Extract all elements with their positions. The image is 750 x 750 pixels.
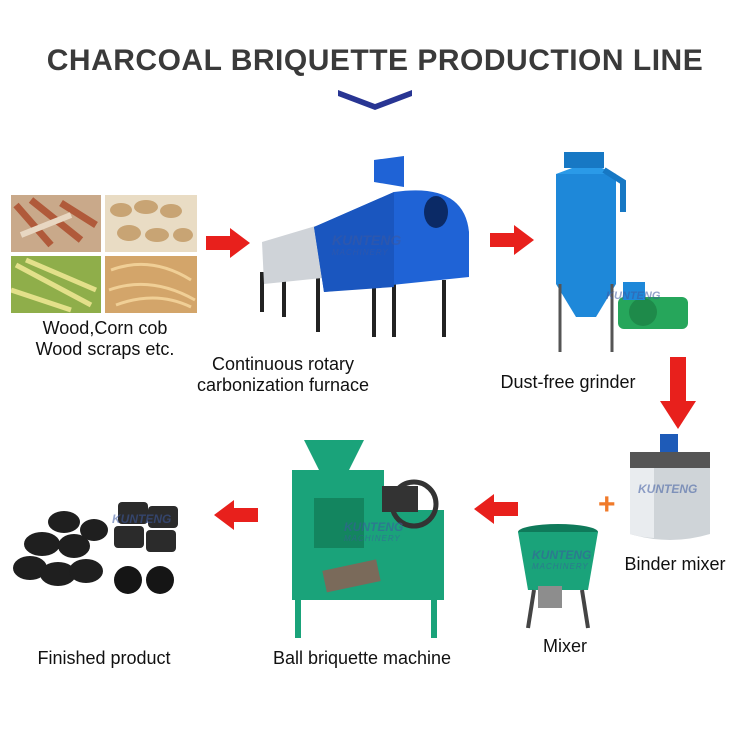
arrow-down-icon — [660, 357, 696, 429]
arrow-right-icon — [206, 228, 250, 258]
arrow-left-icon — [474, 494, 518, 524]
binder-mixer-label: Binder mixer — [612, 554, 738, 575]
carbonization-furnace-label: Continuous rotary carbonization furnace — [178, 354, 388, 396]
briquette-watermark: KUNTENG MACHINERY — [344, 520, 403, 543]
grinder-watermark: KUNTENG — [606, 290, 660, 302]
mixer-label: Mixer — [530, 636, 600, 657]
raw-materials-label: Wood,Corn cob Wood scraps etc. — [10, 318, 200, 360]
watermark-brand: KUNTENG — [112, 512, 172, 526]
page-title: CHARCOAL BRIQUETTE PRODUCTION LINE — [46, 44, 704, 77]
plus-icon: + — [598, 488, 616, 521]
binder-mixer-image — [624, 434, 716, 546]
finished-label-text: Finished product — [37, 648, 171, 668]
watermark-brand: KUNTENG — [332, 232, 402, 248]
finished-watermark: KUNTENG — [112, 512, 171, 526]
mixer-watermark: KUNTENG MACHINERY — [532, 548, 591, 571]
furnace-label-line2: carbonization furnace — [196, 375, 370, 395]
raw-materials-images — [10, 195, 197, 313]
watermark-sub: MACHINERY — [332, 248, 389, 257]
mixer-label-text: Mixer — [543, 636, 587, 656]
arrow-right-icon — [490, 225, 534, 255]
watermark-brand: KUNTENG — [532, 548, 592, 562]
watermark-brand: KUNTENG — [606, 290, 661, 302]
watermark-brand: KUNTENG — [638, 482, 698, 496]
arrow-left-icon — [214, 500, 258, 530]
ball-briquette-machine-label: Ball briquette machine — [248, 648, 476, 669]
raw-materials-label-line1: Wood,Corn cob — [42, 318, 168, 338]
chevron-down-icon — [338, 90, 412, 110]
binder-watermark: KUNTENG — [638, 482, 697, 496]
watermark-sub: MACHINERY — [532, 562, 589, 571]
dust-free-grinder-label: Dust-free grinder — [478, 372, 658, 393]
watermark-sub: MACHINERY — [344, 534, 401, 543]
briquette-label-text: Ball briquette machine — [272, 648, 452, 668]
mixer-image — [510, 520, 606, 632]
binder-label-text: Binder mixer — [624, 554, 726, 574]
watermark-brand: KUNTENG — [344, 520, 404, 534]
furnace-watermark: KUNTENG MACHINERY — [332, 232, 401, 257]
grinder-label-text: Dust-free grinder — [500, 372, 636, 392]
dust-free-grinder-image — [548, 152, 700, 357]
furnace-label-line1: Continuous rotary — [211, 354, 355, 374]
finished-product-label: Finished product — [14, 648, 194, 669]
ball-briquette-machine-image — [284, 440, 454, 645]
finished-product-image — [8, 496, 192, 600]
raw-materials-label-line2: Wood scraps etc. — [35, 339, 175, 359]
carbonization-furnace-image — [254, 152, 476, 342]
